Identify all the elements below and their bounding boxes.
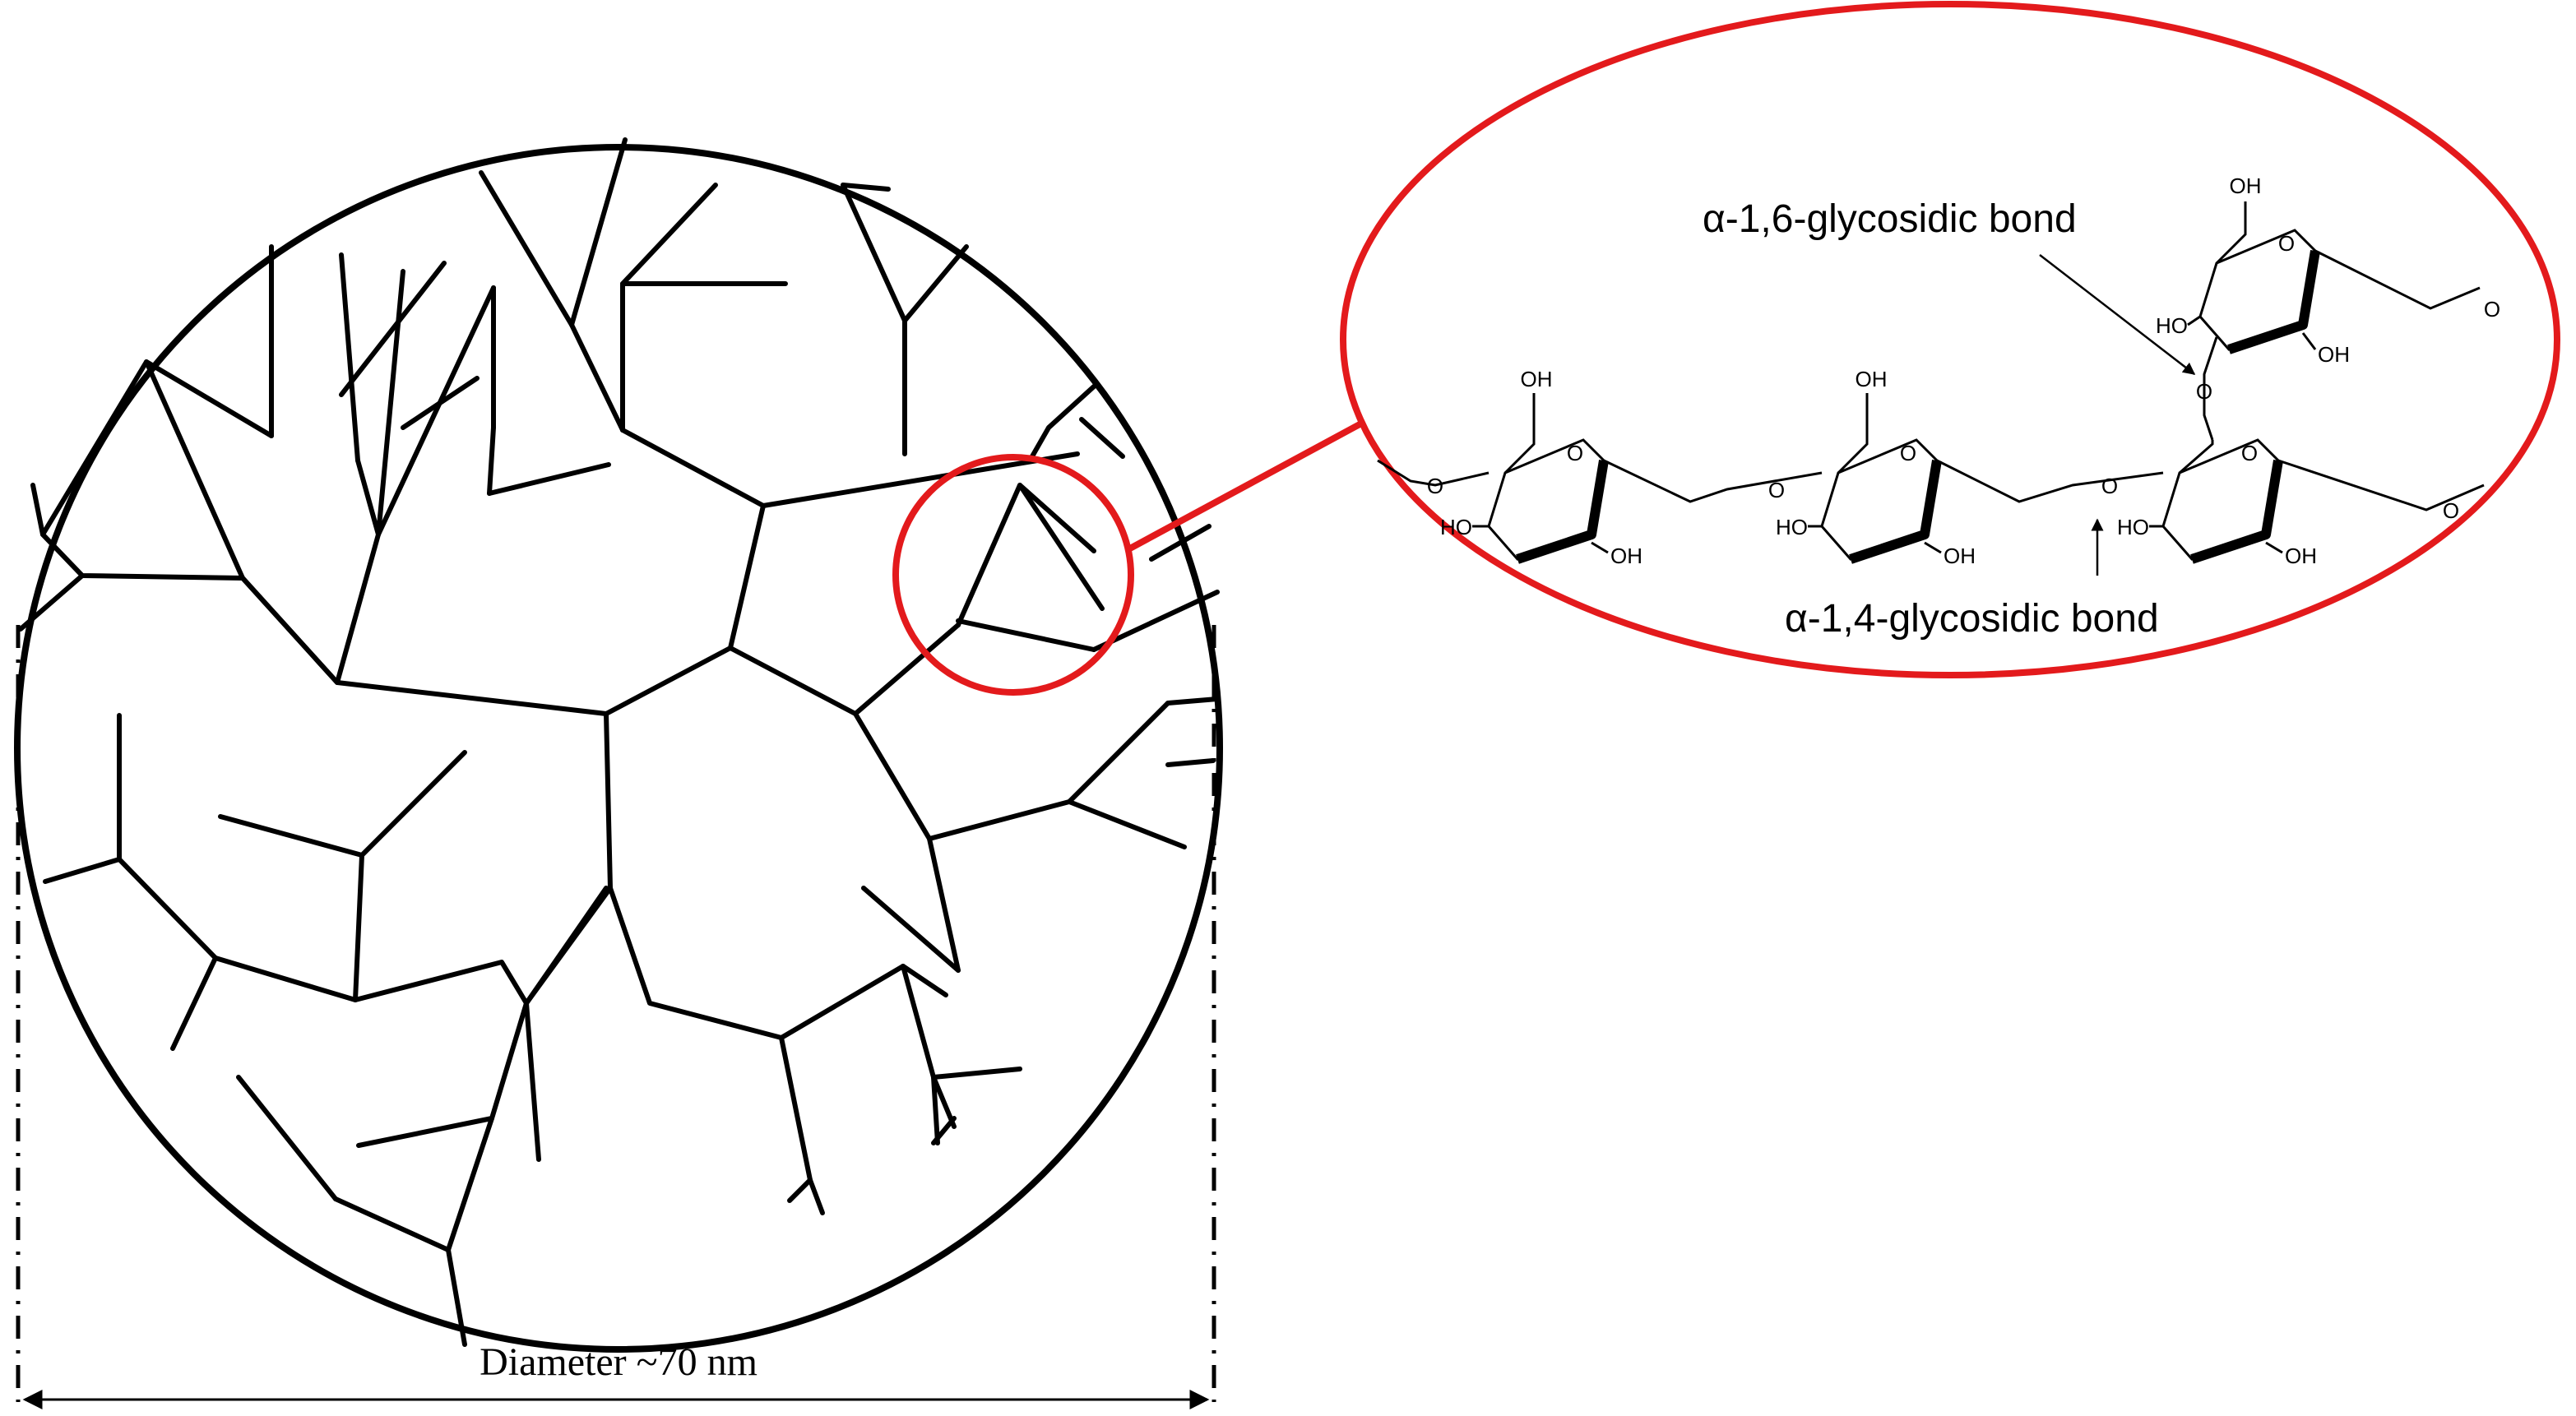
oh-label-2: OH: [1944, 544, 1976, 568]
bond-16-arrow: [2039, 254, 2196, 375]
glucose-chain: O O O O O O O O O O OH OH OH HO OH HO OH…: [1377, 174, 2500, 568]
ring-oxygen-branch: O: [2278, 231, 2295, 256]
bridge-oxygen-f: O: [2484, 297, 2500, 322]
bond-16-label: α-1,6-glycosidic bond: [1703, 197, 2077, 241]
oh-label-1: OH: [1610, 544, 1642, 568]
oh-label-branch: OH: [2318, 342, 2350, 367]
connector-line: [1127, 420, 1363, 553]
bridge-oxygen-a: O: [1427, 474, 1443, 498]
ho-label-3: HO: [2117, 515, 2149, 539]
ring-oxygen-3: O: [2241, 441, 2258, 465]
glucose-unit-1: [1489, 440, 1604, 559]
ring-oxygen-1: O: [1567, 441, 1583, 465]
ch2oh-label-2: OH: [1856, 367, 1888, 391]
bridge-oxygen-e: O: [2196, 379, 2212, 404]
bridge-oxygen-b: O: [1768, 478, 1785, 502]
diameter-dimension: [16, 625, 1216, 1409]
glucose-unit-3: [2163, 440, 2278, 559]
bridge-oxygen-c: O: [2101, 474, 2118, 498]
ho-label-1: HO: [1440, 515, 1472, 539]
branch-network: [18, 137, 1220, 1347]
glucose-unit-2: [1822, 440, 1937, 559]
zoom-callout: [892, 1, 2560, 696]
bond-14-label: α-1,4-glycosidic bond: [1785, 597, 2159, 641]
bond-annotations: α-1,6-glycosidic bond α-1,4-glycosidic b…: [1703, 197, 2196, 641]
diameter-label: Diameter ~70 nm: [480, 1340, 758, 1384]
oh-label-3: OH: [2285, 544, 2317, 568]
ho-label-branch: HO: [2156, 313, 2188, 338]
glucose-unit-branch: [2200, 230, 2315, 349]
magnified-region-circle: [892, 454, 1134, 696]
ch2oh-label-1: OH: [1521, 367, 1553, 391]
zoom-ellipse: [1340, 1, 2560, 678]
bridge-oxygen-d: O: [2443, 498, 2459, 523]
particle-outline: [14, 144, 1223, 1353]
ch2oh-label-branch: OH: [2230, 174, 2262, 198]
ho-label-2: HO: [1776, 515, 1808, 539]
ring-oxygen-2: O: [1900, 441, 1916, 465]
glycogen-particle: [14, 137, 1223, 1353]
